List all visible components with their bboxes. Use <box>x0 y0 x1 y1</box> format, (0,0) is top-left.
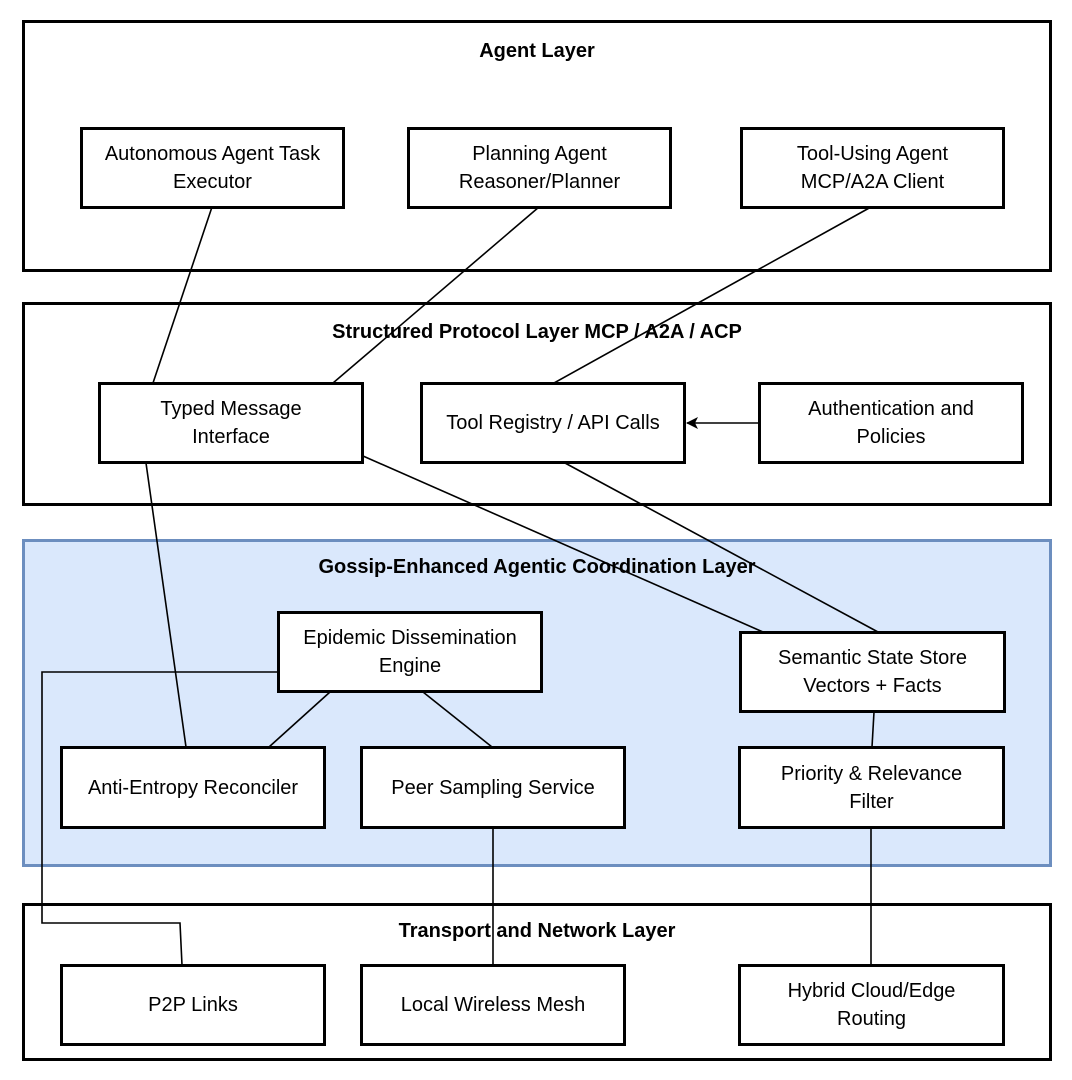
node-label-line: Interface <box>192 426 270 448</box>
node-label-line: Hybrid Cloud/Edge <box>787 980 956 1002</box>
node-label-line: Semantic State Store <box>778 647 967 669</box>
hybrid-cloud-edge-routing-box: Hybrid Cloud/Edge Routing <box>738 964 1005 1046</box>
tool-registry-box: Tool Registry / API Calls <box>420 382 686 464</box>
node-label-line: Typed Message <box>160 398 302 420</box>
node-label-line: Filter <box>849 790 894 813</box>
node-label-line: Local Wireless Mesh <box>400 994 586 1016</box>
tool-using-agent-box: Tool-Using Agent MCP/A2A Client <box>740 127 1005 209</box>
node-label-line: Peer Sampling Service <box>391 776 595 799</box>
node-label-line: Epidemic Dissemination <box>303 627 517 649</box>
autonomous-agent-box: Autonomous Agent Task Executor <box>80 127 345 209</box>
typed-message-interface-box: Typed Message Interface <box>98 382 364 464</box>
node-label-line: Priority & Relevance <box>780 762 963 785</box>
node-label-line: Tool Registry / API Calls <box>446 412 660 434</box>
node-label-line: Executor <box>173 171 252 193</box>
node-label-line: Tool-Using Agent <box>796 143 949 165</box>
protocol-layer-title: Structured Protocol Layer MCP / A2A / AC… <box>332 321 742 343</box>
local-wireless-mesh-box: Local Wireless Mesh <box>360 964 626 1046</box>
node-label-line: Reasoner/Planner <box>458 171 621 193</box>
transport-layer-title: Transport and Network Layer <box>398 920 676 942</box>
node-label-line: Vectors + Facts <box>803 675 942 697</box>
peer-sampling-service-box: Peer Sampling Service <box>360 746 626 829</box>
semantic-state-store-box: Semantic State Store Vectors + Facts <box>739 631 1006 713</box>
priority-relevance-filter-box: Priority & Relevance Filter <box>738 746 1005 829</box>
node-label-line: Routing <box>837 1008 906 1030</box>
node-label-line: Anti-Entropy Reconciler <box>87 776 299 799</box>
node-label-line: P2P Links <box>148 994 238 1016</box>
authentication-policies-box: Authentication and Policies <box>758 382 1024 464</box>
node-label-line: Autonomous Agent Task <box>104 143 321 165</box>
node-label-line: Planning Agent <box>472 143 607 165</box>
node-label-line: MCP/A2A Client <box>800 171 945 193</box>
planning-agent-box: Planning Agent Reasoner/Planner <box>407 127 672 209</box>
p2p-links-box: P2P Links <box>60 964 326 1046</box>
agent-layer-title: Agent Layer <box>479 40 595 62</box>
epidemic-dissemination-engine-box: Epidemic Dissemination Engine <box>277 611 543 693</box>
node-label-line: Engine <box>378 655 442 677</box>
node-label-line: Authentication and <box>808 398 974 420</box>
node-label-line: Policies <box>856 426 926 448</box>
anti-entropy-reconciler-box: Anti-Entropy Reconciler <box>60 746 326 829</box>
gossip-layer-title: Gossip-Enhanced Agentic Coordination Lay… <box>318 556 756 578</box>
